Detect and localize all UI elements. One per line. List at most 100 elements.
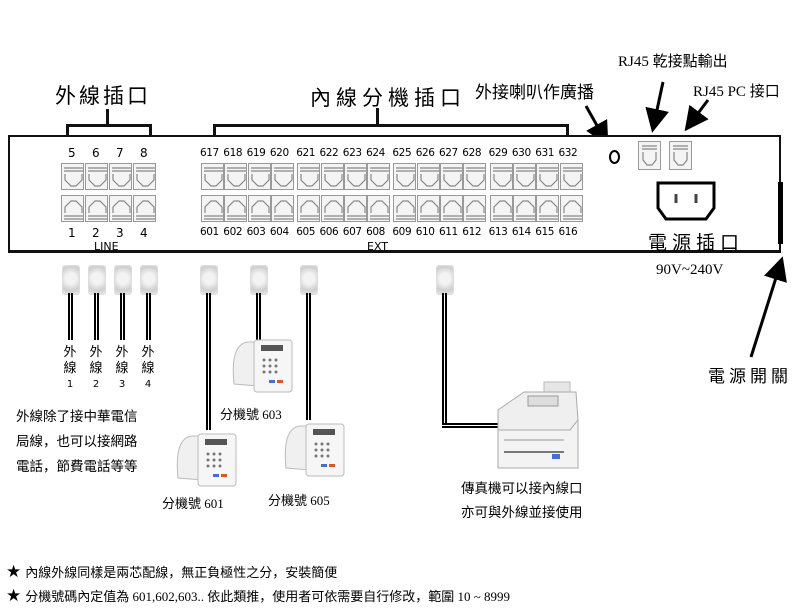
line-port-jack[interactable]: [133, 195, 156, 222]
rj45-pc-jack[interactable]: [669, 141, 692, 170]
ext-port-jack[interactable]: [512, 163, 536, 190]
ext-ports-bracket-stem: [376, 108, 379, 125]
ext-port-bottom-number: 613: [488, 226, 508, 238]
line-port-jack[interactable]: [61, 163, 84, 190]
speaker-jack[interactable]: [609, 150, 620, 164]
line-note-line-1: 外線除了接中華電信: [16, 409, 138, 425]
ext-port-jack[interactable]: [463, 163, 487, 190]
ext-port-bottom-number: 609: [392, 226, 412, 238]
ext-port-jack[interactable]: [393, 163, 417, 190]
line-port-bottom-number: 3: [116, 226, 124, 240]
ext-ports-heading: 內線分機插口: [310, 86, 466, 110]
ext-port-top-number: 618: [223, 147, 243, 159]
phone-605-label: 分機號 605: [268, 493, 330, 508]
ext-port-jack[interactable]: [247, 163, 271, 190]
rj45-dry-arrow: [645, 81, 669, 133]
line-port-top-number: 7: [116, 146, 124, 160]
rj45-dry-contact-heading: RJ45 乾接點輸出: [618, 54, 728, 70]
ext-port-top-number: 630: [511, 147, 531, 159]
ext-port-jack[interactable]: [297, 195, 321, 222]
cable-line-1: [68, 293, 73, 340]
ext-port-jack[interactable]: [297, 163, 321, 190]
fax-note-line-1: 傳真機可以接內線口: [461, 481, 583, 497]
ext-port-jack[interactable]: [536, 163, 560, 190]
phone-601-label: 分機號 601: [162, 496, 224, 511]
ext-port-bottom-number: 604: [269, 226, 289, 238]
line-port-jack[interactable]: [109, 195, 132, 222]
ext-port-jack[interactable]: [440, 163, 463, 190]
ext-port-jack[interactable]: [343, 195, 367, 222]
ext-port-top-number: 626: [415, 147, 435, 159]
ext-port-jack[interactable]: [224, 195, 248, 222]
speaker-heading: 外接喇叭作廣播: [475, 83, 594, 102]
fax-machine-image: [497, 381, 579, 469]
ext-port-top-number: 627: [439, 147, 458, 159]
ext-port-jack[interactable]: [367, 195, 391, 222]
ext-label: EXT: [367, 240, 389, 253]
power-switch[interactable]: [778, 182, 783, 244]
ext-port-jack[interactable]: [463, 195, 487, 222]
line-port-top-number: 8: [140, 146, 148, 160]
ext-port-jack[interactable]: [343, 163, 367, 190]
rj11-plug-line-3: [114, 265, 132, 295]
line-port-top-number: 6: [92, 146, 100, 160]
line-port-jack[interactable]: [61, 195, 84, 222]
star-icon: ★: [6, 586, 22, 605]
ext-port-top-number: 621: [296, 147, 316, 159]
rj11-plug-fax: [436, 265, 454, 295]
speaker-arrow: [584, 105, 609, 146]
ext-port-bottom-number: 601: [200, 226, 219, 238]
rj11-plug-line-2: [88, 265, 106, 295]
star-icon: ★: [6, 562, 22, 581]
line-label: LINE: [94, 240, 119, 253]
ext-port-jack[interactable]: [247, 195, 271, 222]
ext-port-jack[interactable]: [440, 195, 463, 222]
line-port-top-number: 5: [68, 146, 76, 160]
ext-port-jack[interactable]: [416, 163, 440, 190]
power-switch-arrow: [749, 256, 787, 358]
ext-port-jack[interactable]: [489, 195, 513, 222]
ext-port-jack[interactable]: [320, 195, 344, 222]
ext-port-bottom-number: 615: [535, 226, 555, 238]
ext-port-jack[interactable]: [416, 195, 440, 222]
ext-port-jack[interactable]: [320, 163, 344, 190]
line-port-jack[interactable]: [109, 163, 132, 190]
ext-port-jack[interactable]: [224, 163, 248, 190]
rj45-pc-arrow: [684, 99, 710, 132]
cable-ext-603: [256, 293, 261, 340]
footnote-2-text: 分機號碼內定值為 601,602,603.. 依此類推，使用者可依需要自行修改，…: [25, 589, 511, 604]
cable-ext-601: [206, 293, 211, 430]
line-port-jack[interactable]: [133, 163, 156, 190]
ext-port-jack[interactable]: [367, 163, 391, 190]
footnote-1-text: 內線外線同樣是兩芯配線，無正負極性之分，安裝簡便: [25, 565, 338, 580]
ext-port-jack[interactable]: [270, 163, 294, 190]
power-socket-label: 電源插口: [648, 232, 745, 254]
ext-port-top-number: 617: [200, 147, 219, 159]
ext-port-jack[interactable]: [512, 195, 536, 222]
ext-port-bottom-number: 612: [462, 226, 482, 238]
power-socket-icon: [656, 181, 716, 221]
ext-port-jack[interactable]: [559, 195, 583, 222]
ext-port-jack[interactable]: [536, 195, 560, 222]
ext-port-bottom-number: 605: [296, 226, 316, 238]
ext-port-jack[interactable]: [393, 195, 417, 222]
line-port-jack[interactable]: [85, 195, 108, 222]
rj45-dry-contact-jack[interactable]: [638, 141, 661, 170]
cable-fax: [442, 293, 447, 425]
line-note-line-2: 局線，也可以接網路: [16, 434, 138, 450]
ext-port-jack[interactable]: [559, 163, 583, 190]
ext-port-jack[interactable]: [201, 163, 224, 190]
ext-port-jack[interactable]: [201, 195, 224, 222]
line-port-jack[interactable]: [85, 163, 108, 190]
cable-line-4: [146, 293, 151, 340]
ext-port-top-number: 619: [246, 147, 266, 159]
ext-port-jack[interactable]: [270, 195, 294, 222]
ext-port-top-number: 624: [366, 147, 385, 159]
ext-port-jack[interactable]: [489, 163, 513, 190]
rj11-plug-ext-601: [200, 265, 218, 295]
fax-note: 傳真機可以接內線口 亦可與外線並接使用: [461, 477, 583, 525]
